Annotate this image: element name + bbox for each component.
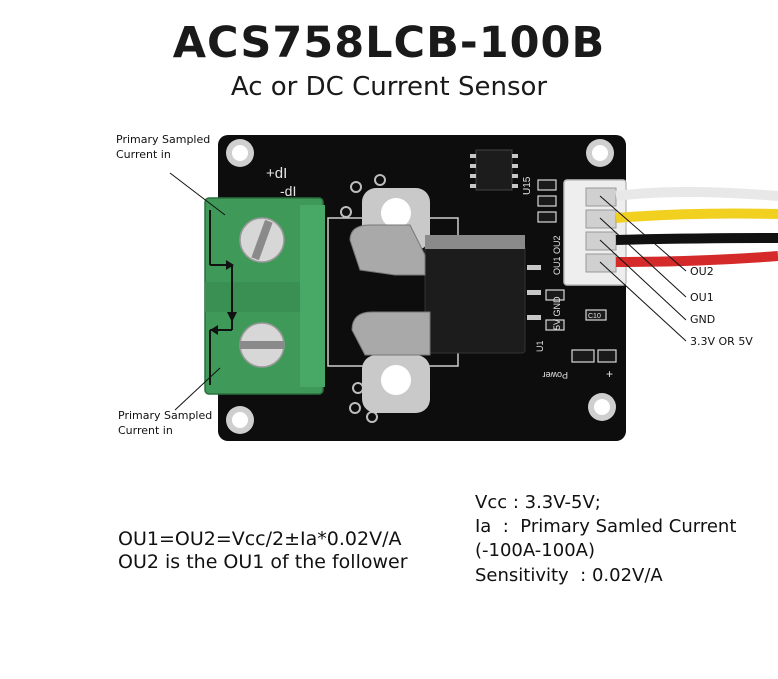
- wire-white: [615, 187, 778, 201]
- pin-label-gnd: GND: [690, 313, 716, 326]
- acs758-chip: [424, 244, 526, 354]
- silk-power: Power: [542, 370, 568, 380]
- pin-label-ou1: OU1: [690, 291, 714, 304]
- pin-label-ou2: OU2: [690, 265, 714, 278]
- screw-bottom-icon: [239, 322, 285, 368]
- silk-plus-di: +dI: [266, 165, 287, 182]
- wire-red: [615, 251, 778, 267]
- silk-outputs: OU1 OU2: [552, 235, 562, 275]
- product-subtitle: Ac or DC Current Sensor: [230, 72, 548, 102]
- spec-ia: Ia : Primary Samled Current: [475, 516, 737, 537]
- output-formula: OU1=OU2=Vcc/2±Ia*0.02V/A: [118, 528, 402, 550]
- primary-current-in-label-top: Primary Sampled Current in: [116, 133, 211, 161]
- pin-label-vcc: 3.3V OR 5V: [690, 335, 753, 348]
- silk-power-pins: 5V GND: [552, 296, 562, 330]
- screw-top-icon: [239, 217, 285, 263]
- follower-note: OU2 is the OU1 of the follower: [118, 551, 408, 573]
- spec-range: (-100A-100A): [475, 540, 595, 561]
- product-title: ACS758LCB-100B: [172, 18, 606, 68]
- silk-u1: U1: [535, 340, 545, 352]
- silk-plus: +: [606, 367, 613, 381]
- silk-ic-ref: U15: [522, 176, 533, 195]
- wire-yellow: [615, 208, 778, 223]
- spec-sensitivity: Sensitivity : 0.02V/A: [475, 565, 663, 586]
- silk-cap: C10: [588, 313, 601, 320]
- opamp-ic: [475, 149, 513, 191]
- spec-vcc: Vcc : 3.3V-5V;: [475, 492, 601, 513]
- primary-current-in-label-bottom: Primary Sampled Current in: [118, 409, 213, 437]
- silk-minus-di: -dI: [280, 183, 296, 199]
- wire-black: [615, 233, 778, 245]
